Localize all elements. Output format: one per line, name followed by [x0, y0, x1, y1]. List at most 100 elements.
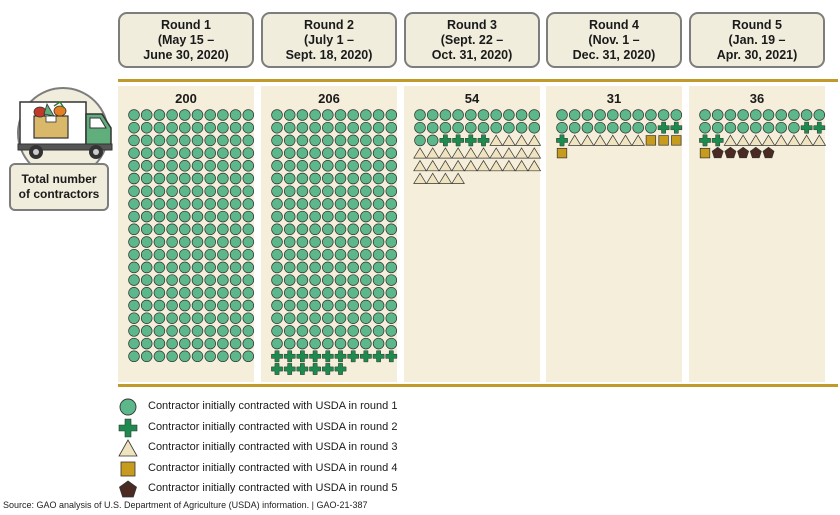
round-2-circle-mark [372, 274, 385, 286]
round-1-circle-mark [229, 147, 242, 159]
round-2-circle-mark [271, 287, 283, 299]
round-3-circle-mark [477, 121, 490, 134]
round-2-circle-mark [283, 261, 296, 274]
round-2-circle-mark [271, 274, 283, 286]
round-1-circle-mark [242, 172, 255, 185]
round-5-circle-mark [737, 109, 749, 121]
round-4-square-mark [671, 135, 682, 146]
round-2-circle-mark [372, 312, 385, 324]
round-1-circle-mark [229, 172, 242, 185]
round-2-circle-mark [283, 274, 296, 286]
round-2-circle-mark [283, 236, 296, 248]
round-1-circle-mark [166, 210, 178, 223]
round-period-end: Sept. 18, 2020) [285, 48, 373, 62]
round-1-circle-mark [191, 274, 204, 286]
round-2-circle-mark [385, 299, 398, 312]
round-2-circle-mark [322, 134, 334, 147]
round-2-circle-mark [385, 274, 398, 286]
round-2-circle-mark [271, 210, 283, 223]
round-2-circle-mark [309, 185, 321, 197]
round-1-circle-mark [140, 223, 153, 236]
round-2-circle-mark [347, 248, 359, 261]
round-2-circle-mark [271, 147, 283, 159]
round-2-circle-mark [360, 299, 372, 312]
round-1-circle-mark [153, 299, 166, 312]
round-title: Round 2 [304, 18, 354, 32]
round-1-circle-mark [229, 134, 242, 147]
round-2-circle-mark [334, 172, 347, 185]
round-2-circle-mark [347, 134, 359, 147]
round-2-circle-mark [322, 287, 334, 299]
round-1-circle-mark [140, 185, 153, 197]
round-1-circle-mark [128, 134, 140, 147]
round-1-circle-mark [204, 248, 216, 261]
round-1-circle-mark [191, 350, 204, 363]
round-2-circle-mark [271, 299, 283, 312]
round-2-circle-mark [334, 337, 347, 350]
round-4-circle-mark [619, 109, 632, 121]
legend-label: Contractor initially contracted with USD… [148, 441, 398, 453]
round-2-circle-mark [385, 223, 398, 236]
round-4-circle-mark [594, 121, 606, 134]
round-2-circle-mark [372, 337, 385, 350]
round-2-circle-mark [347, 147, 359, 159]
round-2-circle-mark [347, 287, 359, 299]
round-2-circle-mark [296, 109, 309, 121]
round-1-circle-mark [217, 134, 229, 147]
round-1-circle-mark [166, 261, 178, 274]
round-4-cross-mark [670, 121, 683, 134]
round-2-circle-mark [322, 109, 334, 121]
round-4-circle-mark [607, 121, 619, 134]
round-1-circle-mark [140, 160, 153, 172]
round-2-circle-mark [360, 223, 372, 236]
round-1-circle-mark [217, 350, 229, 363]
legend-cross-icon [118, 418, 138, 437]
round-1-circle-mark [191, 337, 204, 350]
round-1-circle-mark [128, 337, 140, 350]
round-2-circle-mark [360, 210, 372, 223]
round-1-circle-mark [242, 312, 255, 324]
round-3-circle-mark [439, 109, 452, 121]
round-3-triangle-mark [476, 147, 491, 159]
round-2-circle-mark [347, 109, 359, 121]
round-2-circle-mark [385, 337, 398, 350]
round-1-circle-mark [191, 299, 204, 312]
round-2-circle-mark [372, 134, 385, 147]
round-1-circle-mark [242, 261, 255, 274]
round-1-circle-mark [128, 261, 140, 274]
round-1-circle-mark [217, 198, 229, 210]
round-4-circle-mark [645, 109, 657, 121]
round-1-circle-mark [242, 185, 255, 197]
round-2-circle-mark [271, 172, 283, 185]
round-2-circle-mark [360, 109, 372, 121]
round-1-circle-mark [166, 312, 178, 324]
round-2-cross-mark [309, 363, 321, 375]
round-1-circle-mark [179, 172, 191, 185]
round-2-circle-mark [322, 198, 334, 210]
round-2-circle-mark [322, 325, 334, 337]
round-3-triangle-mark [489, 134, 504, 146]
round-2-circle-mark [271, 109, 283, 121]
round-1-circle-mark [153, 147, 166, 159]
round-1-circle-mark [204, 172, 216, 185]
round-5-circle-mark [813, 109, 826, 121]
round-2-circle-mark [372, 160, 385, 172]
round-1-circle-mark [229, 287, 242, 299]
round-2-circle-mark [334, 147, 347, 159]
round-1-circle-mark [217, 172, 229, 185]
legend-triangle-icon [118, 439, 138, 457]
round-1-circle-mark [166, 185, 178, 197]
round-2-circle-mark [296, 160, 309, 172]
round-1-circle-mark [140, 337, 153, 350]
round-2-circle-mark [296, 337, 309, 350]
round-1-circle-mark [166, 287, 178, 299]
round-3-circle-mark [465, 109, 477, 121]
round-2-circle-mark [296, 223, 309, 236]
round-4-triangle-mark [580, 134, 595, 146]
round-2-cross-mark [360, 350, 372, 363]
total-label-line-2: of contractors [18, 187, 100, 201]
round-2-circle-mark [372, 172, 385, 185]
round-2-circle-mark [372, 325, 385, 337]
round-2-circle-mark [309, 274, 321, 286]
round-2-circle-mark [385, 261, 398, 274]
